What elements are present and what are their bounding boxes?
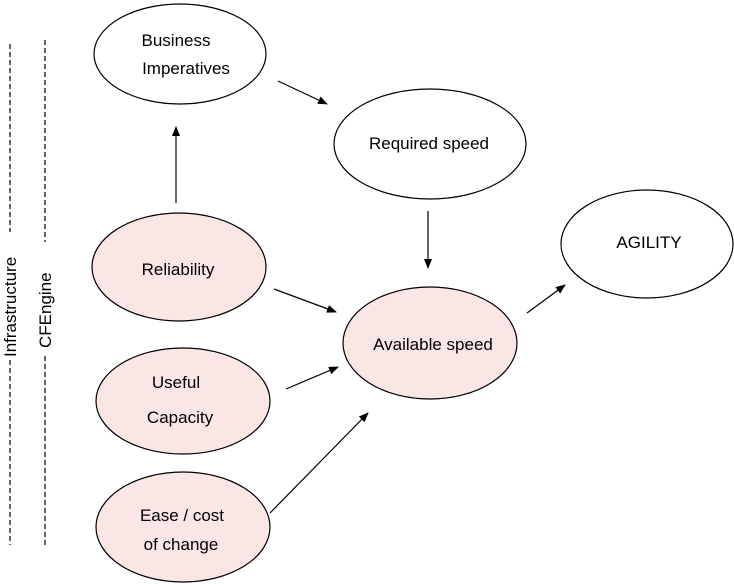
- node-label-line-1: Ease / cost: [140, 506, 224, 525]
- side-label-infrastructure: Infrastructure: [1, 257, 20, 357]
- node-label-line-1: Reliability: [142, 260, 215, 279]
- node-shape: [95, 347, 271, 455]
- node-ease-cost-of-change: Ease / cost of change: [95, 471, 271, 583]
- node-label-line-1: Required speed: [369, 134, 489, 153]
- node-reliability: Reliability: [91, 212, 267, 322]
- node-label-line-2: of change: [144, 535, 219, 554]
- node-available-speed: Available speed: [342, 286, 518, 400]
- node-business-imperatives: Business Imperatives: [93, 3, 267, 105]
- node-shape: [333, 88, 527, 200]
- node-label-line-1: Available speed: [373, 335, 493, 354]
- node-agility: AGILITY: [560, 189, 734, 299]
- node-useful-capacity: Useful Capacity: [95, 347, 271, 455]
- node-shape: [91, 212, 267, 322]
- node-label-line-2: Imperatives: [142, 59, 230, 78]
- edges: [172, 80, 566, 514]
- node-shape: [93, 3, 267, 105]
- node-shape: [95, 471, 271, 583]
- side-label-cfengine: CFEngine: [36, 272, 55, 348]
- node-shape: [560, 189, 734, 299]
- side-label-infrastructure-group: Infrastructure: [1, 44, 20, 545]
- node-label-line-1: Business: [142, 31, 211, 50]
- side-label-cfengine-group: CFEngine: [36, 40, 55, 545]
- node-label-line-1: Useful: [152, 373, 200, 392]
- node-label-line-1: AGILITY: [616, 233, 681, 252]
- node-label-line-2: Capacity: [147, 408, 214, 427]
- edge-available-speed-to-agility: [526, 284, 566, 314]
- edge-business-imperatives-to-required-speed: [277, 80, 328, 105]
- node-shape: [342, 286, 518, 400]
- edge-ease-cost-of-change-to-available-speed: [269, 412, 369, 514]
- node-required-speed: Required speed: [333, 88, 527, 200]
- edge-reliability-to-available-speed: [273, 288, 337, 313]
- edge-useful-capacity-to-available-speed: [285, 366, 339, 390]
